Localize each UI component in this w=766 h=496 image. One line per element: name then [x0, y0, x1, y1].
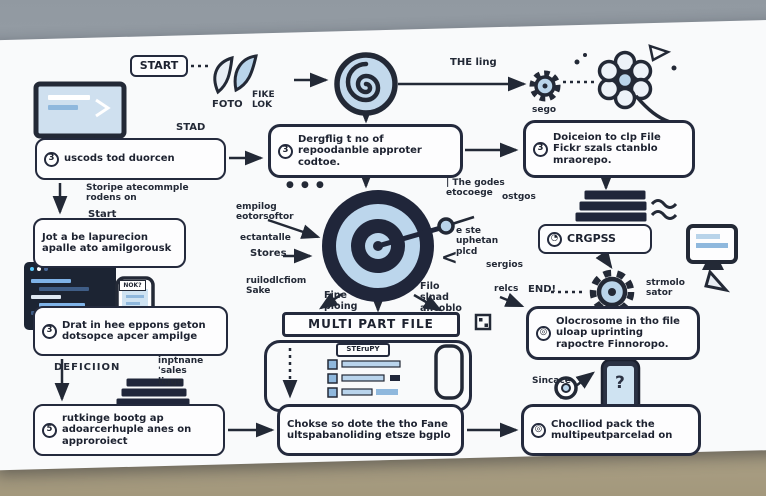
cursor-icon: [704, 268, 731, 293]
arrow-empilog-target: [267, 218, 321, 239]
step-badge: 5: [42, 422, 57, 438]
small-monitor-icon: [686, 224, 738, 270]
sterupy-tag: STEruPY: [336, 343, 390, 357]
question-mark: ?: [615, 373, 625, 393]
spiral-icon: [334, 52, 398, 116]
relcs-label: relcs: [494, 284, 519, 294]
deficiion-label: DEFICIION: [54, 362, 121, 373]
multi-part-file-header: MULTI PART FILE: [282, 312, 460, 337]
step-badge: 3: [44, 151, 59, 167]
node-chokse: Chokse so dote the tho Fane ultspabanoli…: [277, 404, 464, 456]
ostgos-label: ostgos: [502, 192, 536, 202]
node-label: Drat in hee eppons geton dotsopce apcer …: [62, 319, 206, 342]
node-label: Chokse so dote the tho Fane ultspabanoli…: [287, 418, 451, 441]
step-badge: 3: [278, 143, 293, 159]
the-ling-label: THE ling: [450, 57, 497, 68]
flower-icon: [597, 44, 677, 124]
node-olocrosome: ◎ Olocrosome in tho file uloap uprinting…: [526, 306, 700, 360]
step-badge: ◎: [536, 325, 551, 341]
phone-outline-icon: [434, 344, 464, 400]
start-label: START: [139, 58, 179, 72]
node-label: Jot a be lapurecion apalle ato amilgorou…: [42, 231, 172, 254]
inptnane-label: inptnane 'sales ligge: [158, 356, 204, 387]
books-icon: [574, 189, 648, 223]
dart-icon: [554, 376, 578, 400]
phone-question-icon: [600, 358, 641, 416]
foto-label: FOTO: [212, 99, 243, 110]
clock-badge: ◔: [547, 231, 562, 247]
filo-slnad-label: Filo slnad ancoblo: [420, 281, 462, 314]
strmolo-label: strmolo sator: [646, 278, 685, 299]
node-crgpss: ◔ CRGPSS: [538, 224, 652, 254]
uphetan-label: e ste uphetan plcd: [456, 226, 499, 257]
sincace-label: Sincace: [532, 376, 571, 386]
node-label: Doiceion to clp File Fickr szals ctanblo…: [553, 132, 661, 166]
node-uscods: 3 uscods tod duorcen: [35, 138, 226, 180]
ruilod-label: ruilodlcfiom Sake: [246, 276, 307, 297]
grid-icon: [474, 313, 492, 331]
node-label: uscods tod duorcen: [64, 153, 175, 165]
sergios-label: sergios: [486, 260, 523, 270]
needle: [377, 224, 445, 249]
arrow-crgpss-gear: [595, 249, 613, 270]
node-drat: 3 Drat in hee eppons geton dotsopce apce…: [33, 306, 228, 356]
nok-tag: NOK?: [119, 280, 146, 291]
start-node: START: [130, 55, 188, 77]
foto-bird-icon: [213, 54, 258, 95]
chevron-glyph: <: [441, 245, 458, 269]
arrow-relcs-olocrosome: [499, 292, 525, 308]
empilog-label: empilog eotorsoftor: [236, 202, 294, 223]
gear-icon: [529, 53, 587, 102]
sego-label: sego: [532, 105, 557, 115]
step-badge: ◎: [531, 422, 546, 438]
arrow-target-multiheader: [318, 292, 343, 310]
step-badge: 3: [533, 141, 548, 157]
arrow-target-downright: [413, 293, 443, 312]
spiral-target-icon: [322, 190, 475, 302]
node-jot: Jot a be lapurecion apalle ato amilgorou…: [33, 218, 186, 268]
node-choclliod: ◎ Choclliod pack the multipeutparcelad o…: [521, 404, 701, 456]
ellipsis-label: ● ● ●: [286, 180, 326, 190]
node-rutkinge: 5 rutkinge bootg ap adoarcerhuple anes o…: [33, 404, 225, 456]
stores-label: Stores: [250, 248, 287, 259]
header-label: MULTI PART FILE: [308, 316, 434, 331]
stad-label: STAD: [176, 122, 206, 133]
connectors: [52, 64, 614, 438]
godes-label: | The godes etocoege: [446, 178, 505, 199]
storipe-label: Storipe atecommple rodens on: [86, 183, 189, 204]
tag-label: STEruPY: [346, 345, 380, 354]
end-label: END!: [528, 284, 557, 295]
node-label: rutkinge bootg ap adoarcerhuple anes on …: [62, 413, 192, 447]
node-dergflig: 3 Dergflig t no of repoodanble approter …: [268, 124, 463, 178]
ectantalle-label: ectantalle: [240, 233, 291, 243]
fine-ploing-label: Fine ploing: [324, 290, 358, 312]
node-label: Choclliod pack the multipeutparcelad on: [551, 418, 673, 441]
wave-icon: [650, 199, 678, 220]
step-badge: 3: [42, 323, 57, 339]
fike-lok-label: FIKE LOK: [252, 90, 275, 111]
start2-label: Start: [88, 209, 117, 220]
node-doiceion: 3 Doiceion to clp File Fickr szals ctanb…: [523, 120, 695, 178]
document-list-icon: [327, 359, 401, 398]
node-label: CRGPSS: [567, 231, 616, 245]
node-label: Olocrosome in tho file uloap uprinting r…: [556, 316, 680, 350]
node-label: Dergflig t no of repoodanble approter co…: [298, 134, 422, 168]
flag-icon: [648, 44, 672, 62]
